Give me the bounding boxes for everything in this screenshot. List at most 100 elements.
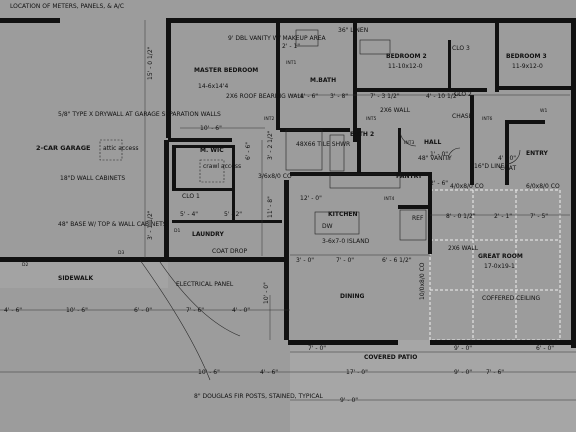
dim-9-0-c: 9' - 0"	[340, 397, 358, 404]
bedroom3-label: BEDROOM 3	[506, 53, 547, 60]
master-bedroom-label: MASTER BEDROOM	[194, 67, 258, 74]
bath2-label: BATH 2	[350, 131, 374, 138]
m-bath-label: M.BATH	[310, 77, 336, 84]
dim-4-0-b: 4' - 0"	[498, 155, 516, 162]
fridge-space	[399, 209, 427, 241]
dim-6-0-b: 6' - 0"	[536, 345, 554, 352]
clo1-label: CLO 1	[182, 193, 200, 200]
cased-opening-3: 6/0x8/0 CO	[526, 183, 560, 190]
sidewalk-label: SIDEWALK	[58, 275, 93, 282]
tags: INT1 INT2 INT3 INT4 INT5 INT6 D1 D3 D2 W…	[22, 60, 547, 268]
dim-2-6: 2' - 6"	[430, 180, 448, 187]
dim-15-0-half: 15' - 0 1/2"	[147, 46, 154, 80]
dim-7-6-b: 7' - 6"	[486, 369, 504, 376]
tag-int6: INT6	[482, 116, 492, 122]
linen-label: 36" LINEN	[338, 27, 368, 34]
dim-7-5: 7' - 5"	[530, 213, 548, 220]
dbl-vanity-note: 9' DBL VANITY W/ MAKEUP AREA	[228, 35, 327, 42]
dim-7-0-p: 7' - 0"	[308, 345, 326, 352]
dim-6-6: 6' - 6"	[245, 142, 252, 160]
drywall-note: 5/8" TYPE X DRYWALL AT GARAGE SEPARATION…	[58, 111, 221, 118]
dim-3-8: 3' - 8"	[330, 93, 348, 100]
dim-8-0-half: 8' - 0 1/2"	[446, 213, 476, 220]
cased-opening-2: 4/0x8/0 CO	[450, 183, 484, 190]
cased-opening-4: 10/0x8/0 CO	[419, 262, 426, 300]
attic-access-label: attic access	[103, 145, 138, 152]
tag-int2: INT2	[264, 116, 274, 122]
electrical-panel-label: ELECTRICAL PANEL	[176, 281, 234, 288]
linen2-label: 16"D LINEN	[474, 163, 509, 170]
dimension-lines	[0, 20, 576, 401]
tag-int3: INT3	[404, 140, 414, 146]
dim-1-0: 1' - 0"	[430, 151, 448, 158]
tag-d2: D2	[22, 262, 28, 268]
dim-11-8: 11' - 8"	[267, 196, 274, 218]
tag-d1: D1	[174, 228, 180, 234]
m-wic-label: M. WIC	[200, 147, 224, 154]
dim-10-0: 10' - 0"	[263, 282, 270, 304]
dim-4-6-b: 4' - 6"	[260, 369, 278, 376]
tag-int5: INT5	[366, 116, 376, 122]
dim-2-1: 2' - 1"	[494, 213, 512, 220]
kitchen-label: KITCHEN	[328, 211, 358, 218]
meters-note: LOCATION OF METERS, PANELS, & A/C	[10, 3, 124, 10]
dim-5-4: 5' - 4"	[180, 211, 198, 218]
covered-patio-area	[290, 340, 576, 432]
dim-6-0: 6' - 0"	[134, 307, 152, 314]
clo2-label: CLO 2	[454, 91, 472, 98]
dim-4-6-left: 4' - 6"	[4, 307, 22, 314]
dim-7-6: 7' - 6"	[186, 307, 204, 314]
tag-int4: INT4	[384, 196, 394, 202]
bedroom3-size: 11-9x12-0	[512, 63, 543, 70]
roof-bearing-note: 2X6 ROOF BEARING WALL	[226, 93, 305, 100]
dim-3-2-half: 3' - 2 1/2"	[267, 130, 274, 160]
hall-label: HALL	[424, 139, 441, 146]
dw-label: DW	[322, 223, 333, 230]
pantry-label: PANTRY	[396, 173, 423, 180]
tag-w1: W1	[540, 108, 547, 114]
dim-4-0: 4' - 0"	[232, 307, 250, 314]
sidewalk-area	[0, 262, 168, 288]
wall-2x6-label: 2X6 WALL	[380, 107, 411, 114]
dim-6-6-half: 6' - 6 1/2"	[382, 257, 412, 264]
dim-4-6-a: 4' - 6"	[300, 93, 318, 100]
wall-cabinets-note: 18"D WALL CABINETS	[60, 175, 125, 182]
dim-4-10-half: 4' - 10 1/2"	[426, 93, 460, 100]
vanity-48-label: 48" VANITY	[418, 155, 452, 162]
base-cabinet-note: 48" BASE W/ TOP & WALL CABINETS	[58, 221, 167, 228]
great-room-label: GREAT ROOM	[478, 253, 523, 260]
covered-patio-label: COVERED PATIO	[364, 354, 417, 361]
garage-label: 2-CAR GARAGE	[36, 144, 90, 152]
dim-10-6-left: 10' - 6"	[66, 307, 88, 314]
crawl-access-label: crawl access	[203, 163, 241, 170]
cased-opening-1: 3/6x8/0 CO	[258, 173, 292, 180]
tile-shower-label: 48X66 TILE SHWR	[296, 141, 350, 148]
dim-10-6-mb: 10' - 6"	[200, 125, 222, 132]
dim-3-1-half: 3' - 1 1/2"	[147, 210, 154, 240]
room-labels: LOCATION OF METERS, PANELS, & A/C MASTER…	[10, 3, 560, 400]
wall-2x6-b-label: 2X6 WALL	[448, 245, 479, 252]
dim-10-6-b: 10' - 6"	[198, 369, 220, 376]
dim-2-1-b: 2' - 1"	[282, 43, 300, 50]
dim-7-3-half: 7' - 3 1/2"	[370, 93, 400, 100]
clo3-label: CLO 3	[452, 45, 470, 52]
dim-9-0-b: 9' - 0"	[454, 369, 472, 376]
tag-d3: D3	[118, 250, 124, 256]
dining-label: DINING	[340, 293, 364, 300]
posts-note: 8" DOUGLAS FIR POSTS, STAINED, TYPICAL	[194, 393, 324, 400]
dim-7-0-k: 7' - 0"	[336, 257, 354, 264]
dimension-labels: 15' - 0 1/2" 10' - 6" 4' - 6" 3' - 8" 7'…	[4, 43, 554, 404]
bedroom2-size: 11-10x12-0	[388, 63, 423, 70]
dim-9-0-a: 9' - 0"	[454, 345, 472, 352]
coat-label: COAT	[500, 165, 516, 172]
island-label: 3-6x7-0 ISLAND	[322, 238, 370, 245]
coat-drop-label: COAT DROP	[212, 248, 248, 255]
great-room-size: 17-0x19-1	[484, 263, 515, 270]
laundry-label: LAUNDRY	[192, 231, 224, 238]
dim-17-0: 17' - 0"	[346, 369, 368, 376]
kitchen-island	[314, 211, 360, 235]
master-bedroom-size: 14-6x14'4	[198, 83, 228, 90]
ref-label: REF	[412, 215, 424, 222]
fixtures	[99, 29, 521, 381]
